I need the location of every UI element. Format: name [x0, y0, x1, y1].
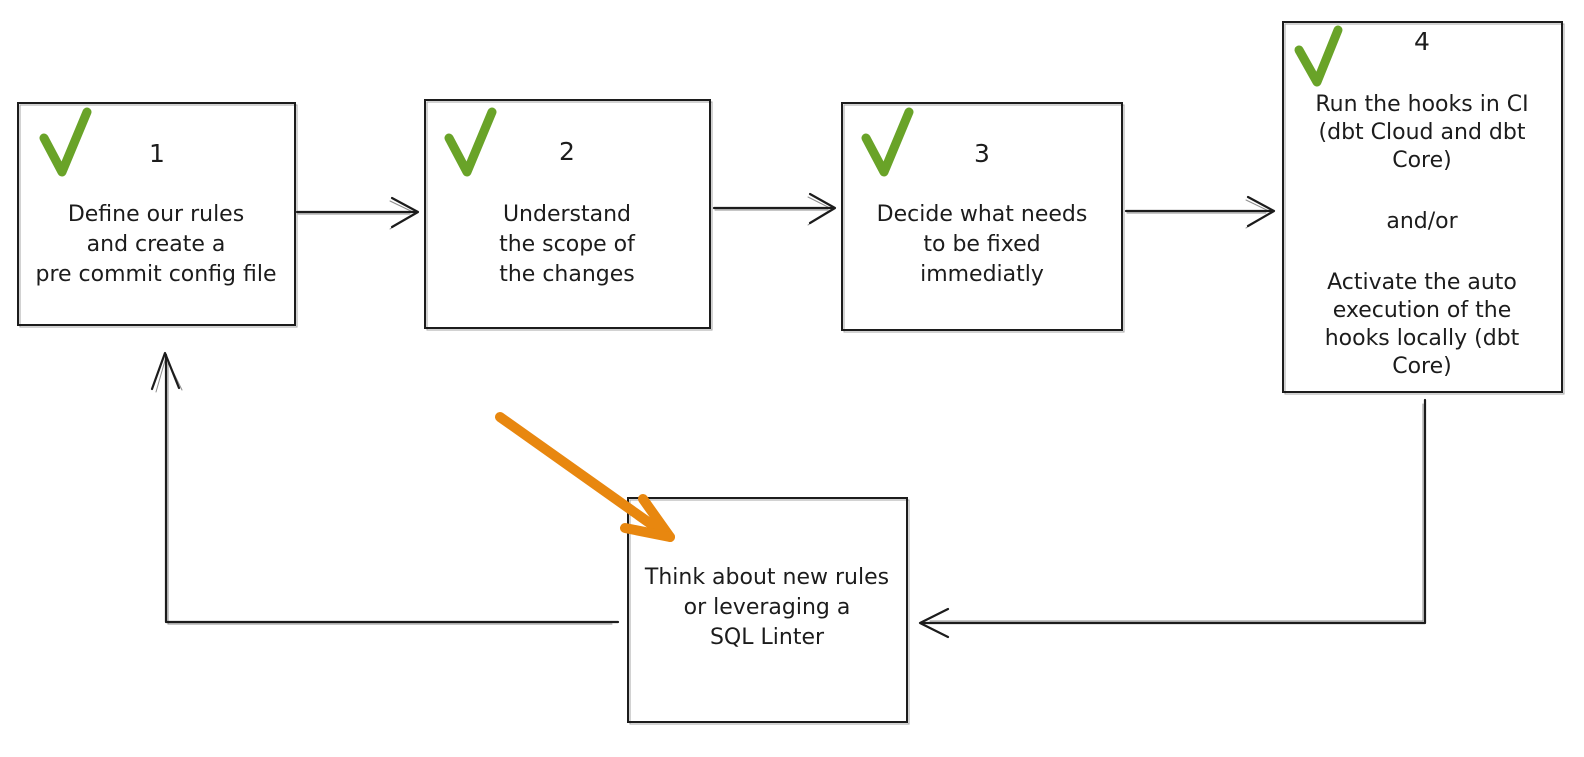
step-2-text-line: the scope of	[499, 232, 636, 257]
step-1-frame	[17, 102, 296, 326]
step-4-text-line: and/or	[1386, 209, 1458, 234]
arrow-loop-to-step1	[150, 351, 620, 625]
arrowhead-echo	[389, 200, 417, 230]
step-4-box: 4 Run the hooks in CI (dbt Cloud and dbt…	[1282, 21, 1565, 395]
step-2-text-line: the changes	[499, 262, 635, 287]
arrowhead-up-icon	[150, 351, 181, 391]
step-4-text-line: Run the hooks in CI	[1315, 92, 1528, 117]
step-3-box: 3 Decide what needs to be fixed immediat…	[841, 102, 1125, 333]
orange-arrow-shaft	[495, 412, 663, 534]
step-4-text-line: (dbt Cloud and dbt	[1319, 120, 1526, 145]
step-3-text-line: to be fixed	[923, 232, 1040, 257]
orange-arrow-icon	[495, 412, 675, 542]
step-3-frame	[841, 102, 1123, 331]
step-4-number: 4	[1414, 27, 1430, 56]
arrowhead-echo	[807, 196, 833, 226]
arrow-shaft-echo	[167, 359, 613, 625]
loop-box-frame-echo	[629, 499, 910, 725]
loop-box-text-line: Think about new rules	[644, 565, 889, 590]
step-4-text-line: Activate the auto	[1327, 270, 1517, 295]
step-2-box: 2 Understand the scope of the changes	[424, 99, 713, 331]
step-2-number: 2	[559, 137, 575, 166]
loop-box-frame	[627, 497, 908, 723]
step-2-text-line: Understand	[503, 202, 631, 227]
step-3-text-line: immediatly	[920, 262, 1044, 287]
step-1-text-line: Define our rules	[68, 202, 244, 227]
arrow-shaft-echo	[929, 403, 1424, 622]
step-4-text-line: hooks locally (dbt	[1325, 326, 1520, 351]
step-3-frame-echo	[843, 104, 1125, 333]
loop-box-text-line: SQL Linter	[710, 625, 825, 650]
step-3-number: 3	[974, 139, 990, 168]
checkmark-icon	[861, 107, 914, 177]
orange-arrowhead-barb	[620, 523, 675, 542]
step-3-text-line: Decide what needs	[877, 202, 1088, 227]
step-4-frame-echo	[1284, 23, 1565, 395]
step-1-frame-echo	[19, 104, 298, 328]
step-2-frame-echo	[426, 101, 713, 331]
step-4-text-line: Core)	[1392, 148, 1452, 173]
arrowhead-echo	[1245, 199, 1273, 229]
arrow-elbow-shaft	[164, 353, 620, 624]
step-1-text-line: and create a	[87, 232, 226, 257]
arrow-step4-to-loop	[918, 398, 1427, 639]
checkmark-icon	[39, 107, 92, 177]
step-2-frame	[424, 99, 711, 329]
checkmark-icon	[1294, 25, 1343, 87]
arrow-elbow-shaft	[920, 398, 1427, 625]
checkmark-icon	[444, 107, 497, 177]
orange-arrowhead-barb	[638, 494, 675, 542]
step-4-text-line: execution of the	[1333, 298, 1512, 323]
arrowhead-echo	[155, 355, 183, 393]
step-4-text-line: Core)	[1392, 354, 1452, 379]
loop-box: Think about new rules or leveraging a SQ…	[627, 497, 910, 725]
step-4-frame	[1282, 21, 1563, 393]
step-1-number: 1	[149, 139, 165, 168]
arrow-step1-to-step2	[295, 196, 420, 230]
step-1-text-line: pre commit config file	[35, 262, 276, 287]
arrowhead-left-icon	[918, 607, 950, 639]
loop-box-text-line: or leveraging a	[684, 595, 851, 620]
arrow-step3-to-step4	[1124, 195, 1276, 229]
arrow-step2-to-step3	[712, 192, 837, 226]
step-1-box: 1 Define our rules and create a pre comm…	[17, 102, 298, 328]
